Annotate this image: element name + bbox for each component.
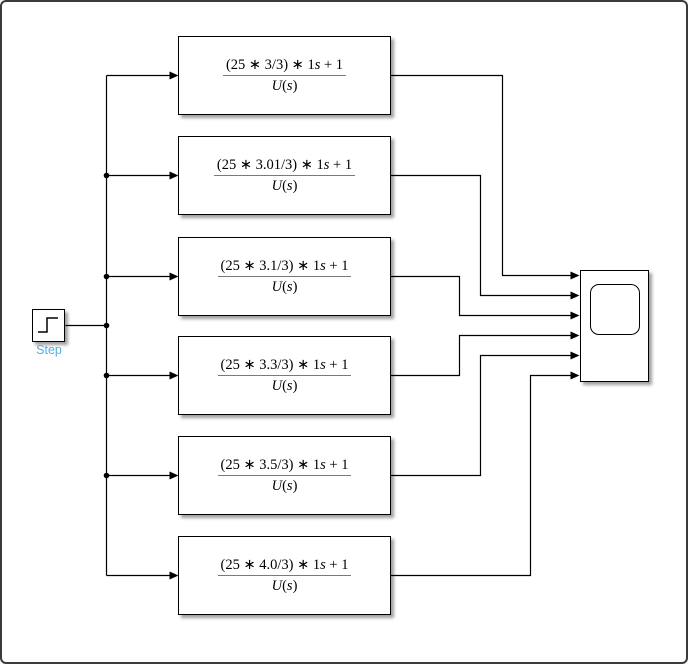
- numerator-text: (25 ∗ 3.3/3) ∗ 1: [220, 356, 321, 373]
- denominator-text: ): [292, 578, 298, 594]
- denominator-text: (: [282, 178, 287, 194]
- scope-block[interactable]: [580, 270, 649, 382]
- step-block-label: Step: [36, 343, 62, 357]
- numerator-text: (25 ∗ 4.0/3) ∗ 1: [220, 556, 321, 573]
- wire-output-3[interactable]: [391, 275, 571, 317]
- formula-numerator: (25 ∗ 3.3/3) ∗ 1s + 1: [217, 356, 352, 376]
- transfer-function-formula: (25 ∗ 3/3) ∗ 1s + 1 U(s): [222, 56, 347, 95]
- denominator-variable: U: [271, 279, 283, 295]
- numerator-variable: s: [323, 156, 330, 173]
- denominator-variable: s: [286, 378, 293, 394]
- formula-denominator: U(s): [218, 576, 352, 595]
- denominator-variable: U: [271, 178, 283, 194]
- transfer-fcn-block-2[interactable]: (25 ∗ 3.01/3) ∗ 1s + 1 U(s): [178, 136, 391, 215]
- arrowhead-icon: [169, 371, 179, 380]
- arrowhead-icon: [169, 571, 179, 580]
- junction-dot: [103, 273, 110, 280]
- junction-dot: [103, 372, 110, 379]
- denominator-variable: s: [286, 78, 293, 94]
- transfer-fcn-block-1[interactable]: (25 ∗ 3/3) ∗ 1s + 1 U(s): [178, 36, 391, 115]
- step-signal-icon: [38, 317, 58, 333]
- denominator-text: (: [282, 578, 287, 594]
- formula-numerator: (25 ∗ 3.1/3) ∗ 1s + 1: [217, 257, 352, 277]
- denominator-text: ): [292, 279, 298, 295]
- denominator-variable: s: [286, 279, 293, 295]
- formula-numerator: (25 ∗ 3.01/3) ∗ 1s + 1: [213, 156, 356, 176]
- arrowhead-icon: [169, 272, 179, 281]
- denominator-variable: s: [286, 478, 293, 494]
- numerator-variable: s: [320, 356, 326, 373]
- wire-output-6[interactable]: [391, 374, 571, 577]
- numerator-variable: s: [314, 56, 321, 73]
- denominator-variable: U: [271, 78, 283, 94]
- denominator-text: (: [282, 279, 287, 295]
- formula-denominator: U(s): [214, 176, 355, 195]
- denominator-variable: s: [286, 178, 293, 194]
- numerator-text: + 1: [325, 556, 349, 573]
- numerator-text: (25 ∗ 3/3) ∗ 1: [225, 56, 315, 73]
- scope-screen-icon: [590, 284, 640, 335]
- transfer-fcn-block-4[interactable]: (25 ∗ 3.3/3) ∗ 1s + 1 U(s): [178, 336, 391, 415]
- junction-dot: [103, 322, 110, 329]
- denominator-variable: s: [286, 578, 293, 594]
- numerator-text: + 1: [325, 257, 349, 274]
- formula-denominator: U(s): [218, 376, 352, 395]
- wire-output-4[interactable]: [391, 334, 571, 377]
- denominator-text: ): [292, 78, 298, 94]
- formula-denominator: U(s): [218, 476, 352, 495]
- formula-numerator: (25 ∗ 3/3) ∗ 1s + 1: [222, 56, 347, 76]
- denominator-variable: U: [271, 578, 283, 594]
- formula-denominator: U(s): [223, 76, 346, 95]
- denominator-variable: U: [271, 478, 283, 494]
- transfer-function-formula: (25 ∗ 3.3/3) ∗ 1s + 1 U(s): [217, 356, 352, 395]
- arrowhead-icon: [570, 311, 580, 320]
- arrowhead-icon: [169, 171, 179, 180]
- arrowhead-icon: [570, 271, 580, 280]
- arrowhead-icon: [169, 471, 179, 480]
- numerator-variable: s: [320, 556, 326, 573]
- step-block[interactable]: [32, 309, 65, 342]
- numerator-text: + 1: [325, 356, 349, 373]
- formula-numerator: (25 ∗ 3.5/3) ∗ 1s + 1: [217, 456, 352, 476]
- transfer-function-formula: (25 ∗ 3.01/3) ∗ 1s + 1 U(s): [213, 156, 356, 195]
- numerator-text: (25 ∗ 3.1/3) ∗ 1: [220, 257, 321, 274]
- arrowhead-icon: [570, 371, 580, 380]
- denominator-text: ): [292, 478, 298, 494]
- denominator-text: ): [292, 178, 298, 194]
- numerator-text: + 1: [325, 456, 349, 473]
- transfer-function-formula: (25 ∗ 3.5/3) ∗ 1s + 1 U(s): [217, 456, 352, 495]
- transfer-fcn-block-3[interactable]: (25 ∗ 3.1/3) ∗ 1s + 1 U(s): [178, 237, 391, 316]
- denominator-text: (: [282, 78, 287, 94]
- transfer-fcn-block-5[interactable]: (25 ∗ 3.5/3) ∗ 1s + 1 U(s): [178, 436, 391, 515]
- denominator-text: ): [292, 378, 298, 394]
- transfer-function-formula: (25 ∗ 3.1/3) ∗ 1s + 1 U(s): [217, 257, 352, 296]
- wire-output-5[interactable]: [391, 354, 571, 477]
- arrowhead-icon: [570, 331, 580, 340]
- arrowhead-icon: [570, 291, 580, 300]
- formula-numerator: (25 ∗ 4.0/3) ∗ 1s + 1: [217, 556, 352, 576]
- wire-output-2[interactable]: [391, 174, 571, 297]
- numerator-text: (25 ∗ 3.5/3) ∗ 1: [220, 456, 321, 473]
- numerator-variable: s: [320, 456, 326, 473]
- numerator-text: + 1: [320, 56, 344, 73]
- arrowhead-icon: [570, 351, 580, 360]
- numerator-variable: s: [320, 257, 326, 274]
- numerator-text: + 1: [329, 156, 353, 173]
- numerator-text: (25 ∗ 3.01/3) ∗ 1: [216, 156, 324, 173]
- denominator-text: (: [282, 378, 287, 394]
- junction-dot: [103, 472, 110, 479]
- transfer-function-formula: (25 ∗ 4.0/3) ∗ 1s + 1 U(s): [217, 556, 352, 595]
- formula-denominator: U(s): [218, 277, 352, 296]
- junction-dot: [103, 172, 110, 179]
- arrowhead-icon: [169, 71, 179, 80]
- wire-output-1[interactable]: [391, 74, 571, 277]
- denominator-text: (: [282, 478, 287, 494]
- transfer-fcn-block-6[interactable]: (25 ∗ 4.0/3) ∗ 1s + 1 U(s): [178, 536, 391, 615]
- denominator-variable: U: [271, 378, 283, 394]
